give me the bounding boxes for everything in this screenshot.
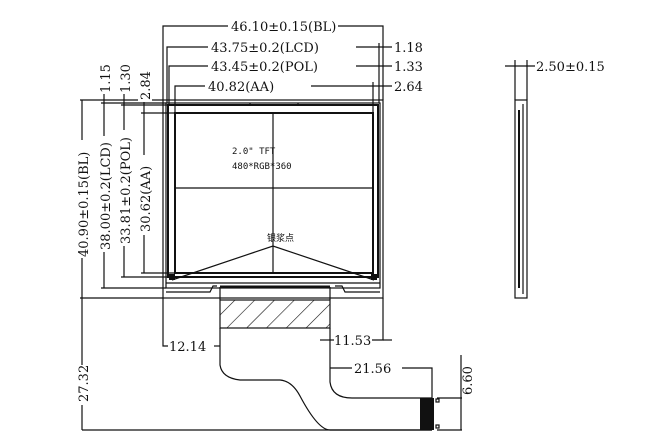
dim-pol-v-offset: 1.30: [119, 64, 134, 93]
resolution-label: 480*RGB*360: [232, 162, 292, 172]
left-dimensions: 40.90±0.15(BL) 38.00±0.2(LCD) 33.81±0.2(…: [76, 60, 432, 431]
dim-aa-v-offset: 2.84: [139, 71, 154, 100]
side-view: 2.50±0.15: [505, 60, 605, 299]
side-outline: [514, 99, 528, 299]
fpc-cable: [219, 285, 440, 431]
dim-total-fpc: 27.32: [77, 365, 92, 402]
dim-lcd-width: 43.75±0.2(LCD): [211, 41, 319, 56]
dim-aa-offset: 2.64: [394, 80, 423, 95]
dim-pol-width: 43.45±0.2(POL): [211, 60, 318, 75]
silver-paste-leaders: [171, 245, 375, 281]
dim-pol-offset: 1.33: [394, 60, 423, 75]
dim-fpc-tail: 21.56: [354, 362, 391, 377]
dim-lcd-height: 38.00±0.2(LCD): [99, 142, 114, 250]
top-dimensions: 46.10±0.15(BL) 43.75±0.2(LCD) 1.18 43.45…: [162, 20, 423, 113]
dim-bl-width: 46.10±0.15(BL): [231, 20, 336, 35]
dim-fpc-right: 11.53: [334, 334, 371, 349]
dim-bl-height: 40.90±0.15(BL): [77, 152, 92, 257]
dim-lcd-v-offset: 1.15: [99, 64, 114, 93]
dim-connector-width: 6.60: [461, 366, 476, 395]
silver-paste-label: 银浆点: [267, 232, 294, 244]
dim-lcd-offset: 1.18: [394, 41, 423, 56]
dim-fpc-left: 12.14: [169, 340, 206, 355]
pol-outline: [167, 104, 379, 278]
panel-size-label: 2.0" TFT: [232, 147, 276, 157]
stiffener-hatch: [219, 299, 331, 329]
front-view: 2.0" TFT 480*RGB*360 银浆点: [162, 99, 384, 299]
active-area: [174, 112, 374, 274]
fpc-dimensions: 12.14 11.53 21.56 6.60: [162, 298, 476, 431]
dim-pol-height: 33.81±0.2(POL): [119, 137, 134, 244]
dim-thickness: 2.50±0.15: [536, 60, 605, 75]
dim-aa-width: 40.82(AA): [208, 80, 274, 95]
dim-aa-height: 30.62(AA): [139, 166, 154, 232]
backlight-outline: [162, 99, 384, 299]
fpc-connector: [420, 398, 434, 430]
